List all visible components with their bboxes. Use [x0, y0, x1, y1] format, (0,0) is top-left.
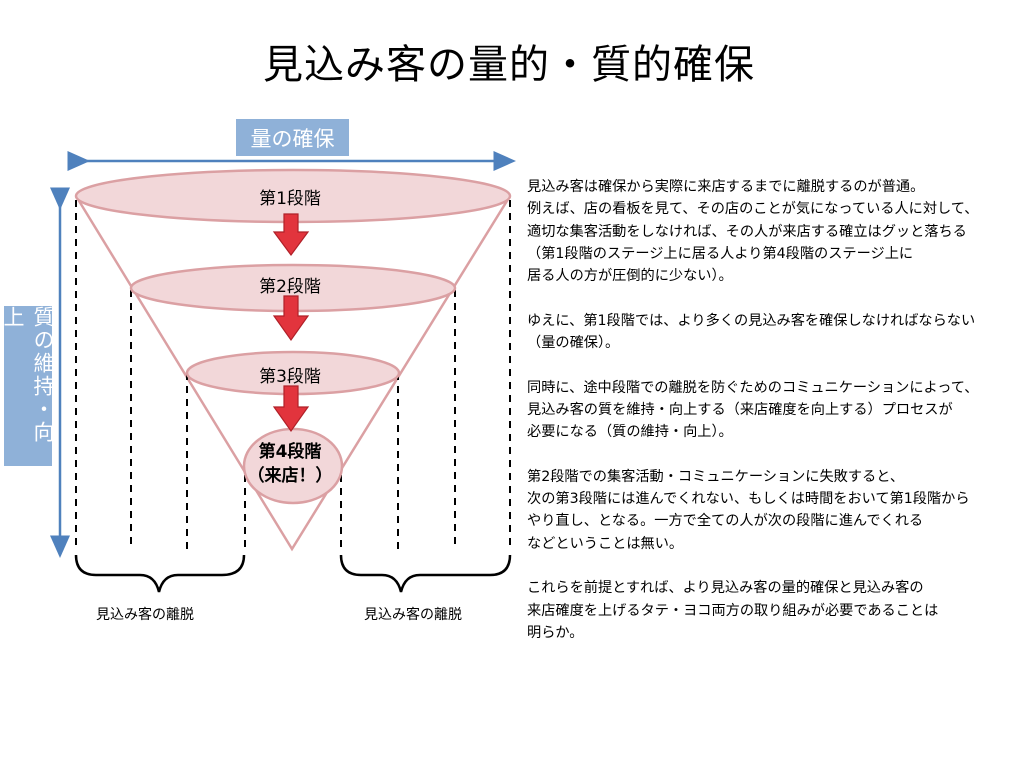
paragraph-4: 第2段階での集客活動・コミュニケーションに失敗すると、 次の第3段階には進んでく…	[527, 468, 970, 552]
explanation-text: 見込み客は確保から実際に来店するまでに離脱するのが普通。 例えば、店の看板を見て…	[527, 176, 1017, 667]
stage-arrows	[272, 213, 310, 433]
stage4-title: 第4段階	[258, 442, 322, 462]
left-brace	[74, 554, 246, 593]
stage3-label: 第3段階	[259, 367, 321, 387]
funnel-outline	[74, 195, 512, 552]
right-brace	[339, 554, 512, 593]
paragraph-2: ゆえに、第1段階では、より多くの見込み客を確保しなければならない （量の確保）。	[527, 312, 976, 352]
churn-right-label: 見込み客の離脱	[364, 607, 462, 623]
stage4-label: 第4段階 （来店！）	[230, 440, 350, 488]
paragraph-3: 同時に、途中段階での離脱を防ぐためのコミュニケーションによって、 見込み客の質を…	[527, 379, 979, 441]
stage2-label: 第2段階	[259, 277, 321, 297]
stage4-subtitle: （来店！）	[247, 466, 333, 486]
slide-title: 見込み客の量的・質的確保	[263, 42, 755, 88]
paragraph-1: 見込み客は確保から実際に来店するまでに離脱するのが普通。 例えば、店の看板を見て…	[527, 179, 979, 285]
stage1-label: 第1段階	[259, 189, 321, 209]
paragraph-5: これらを前提とすれば、より見込み客の量的確保と見込み客の 来店確度を上げるタテ・…	[527, 580, 939, 641]
churn-left-label: 見込み客の離脱	[96, 607, 194, 623]
quality-label: 質の維持・向上	[1, 306, 55, 466]
quantity-label: 量の確保	[236, 119, 349, 156]
